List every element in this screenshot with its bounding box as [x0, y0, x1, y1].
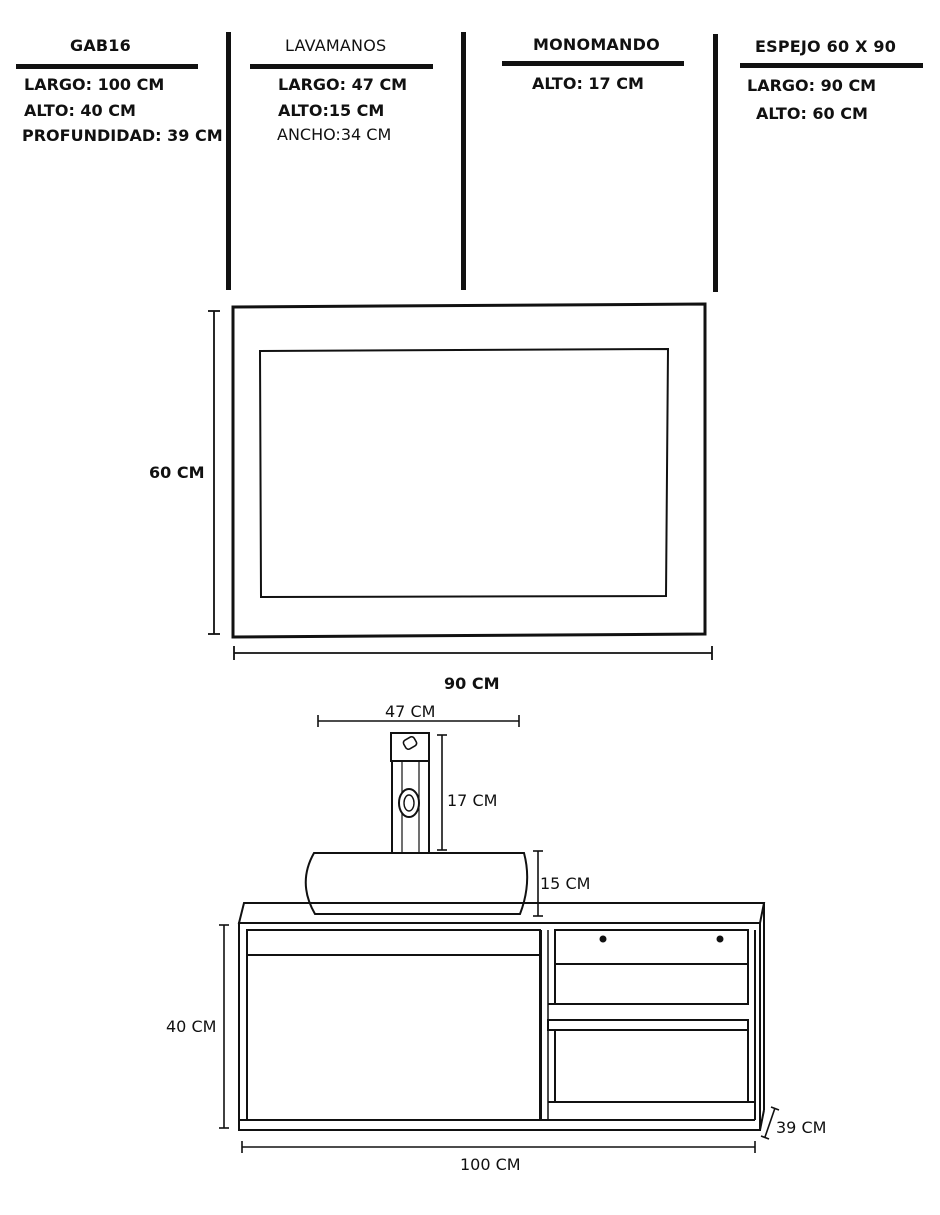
- basin-drawing: [304, 852, 529, 915]
- monomando-underline: [502, 61, 684, 66]
- basin-body: [304, 852, 529, 915]
- column-divider-1: [226, 32, 231, 290]
- cabinet-drawing: [237, 902, 766, 1131]
- cabinet-drawer-front: [246, 954, 541, 1121]
- column-divider-2: [461, 32, 466, 290]
- lavamanos-underline: [250, 64, 433, 69]
- drawer-knob-right: [716, 935, 724, 943]
- sink-width-dimension: [317, 715, 520, 727]
- cabinet-body: [238, 922, 761, 1131]
- faucet-lever-icon: [402, 735, 418, 751]
- sink-width-label: 47 CM: [385, 702, 435, 721]
- cabinet-top-drawer: [554, 929, 749, 965]
- gab16-title: GAB16: [70, 36, 131, 55]
- cabinet-top-rail: [246, 929, 541, 956]
- drawer-knob-left: [599, 935, 607, 943]
- lavamanos-spec-ancho: ANCHO:34 CM: [277, 125, 392, 144]
- cabinet-width-label: 100 CM: [460, 1155, 521, 1174]
- mirror-height-dimension: [208, 310, 220, 635]
- mirror-glass: [258, 347, 670, 599]
- gab16-spec-largo: LARGO: 100 CM: [24, 75, 165, 94]
- gab16-spec-alto: ALTO: 40 CM: [24, 101, 136, 120]
- mirror-height-label: 60 CM: [149, 463, 205, 482]
- faucet-height-dimension: [437, 734, 447, 851]
- cabinet-open-shelf-lower: [554, 1029, 749, 1103]
- espejo-underline: [740, 63, 923, 68]
- cabinet-height-dimension: [219, 924, 229, 1129]
- cabinet-open-shelf-upper: [554, 963, 749, 1005]
- basin-height-label: 15 CM: [540, 874, 590, 893]
- mirror-width-label: 90 CM: [444, 674, 500, 693]
- lavamanos-spec-largo: LARGO: 47 CM: [278, 75, 408, 94]
- lavamanos-title: LAVAMANOS: [285, 36, 387, 55]
- cabinet-width-dimension: [241, 1141, 756, 1153]
- cabinet-shelf-board: [547, 1019, 749, 1031]
- gab16-underline: [16, 64, 198, 69]
- espejo-spec-largo: LARGO: 90 CM: [747, 76, 877, 95]
- basin-height-dimension: [533, 850, 543, 917]
- espejo-title: ESPEJO 60 X 90: [755, 37, 897, 56]
- lavamanos-spec-alto: ALTO:15 CM: [278, 101, 385, 120]
- monomando-title: MONOMANDO: [533, 35, 660, 54]
- mirror-width-dimension: [233, 646, 713, 660]
- cabinet-depth-label: 39 CM: [776, 1118, 826, 1137]
- mirror-outer-frame: [231, 302, 707, 639]
- mirror-drawing: [231, 302, 707, 639]
- cabinet-height-label: 40 CM: [166, 1017, 216, 1036]
- gab16-spec-profundidad: PROFUNDIDAD: 39 CM: [22, 126, 223, 145]
- faucet-height-label: 17 CM: [447, 791, 497, 810]
- espejo-spec-alto: ALTO: 60 CM: [756, 104, 868, 123]
- faucet-drawing: [390, 732, 430, 854]
- monomando-spec-alto: ALTO: 17 CM: [532, 74, 644, 93]
- cabinet-depth-dimension: [760, 1106, 780, 1140]
- column-divider-3: [713, 34, 718, 292]
